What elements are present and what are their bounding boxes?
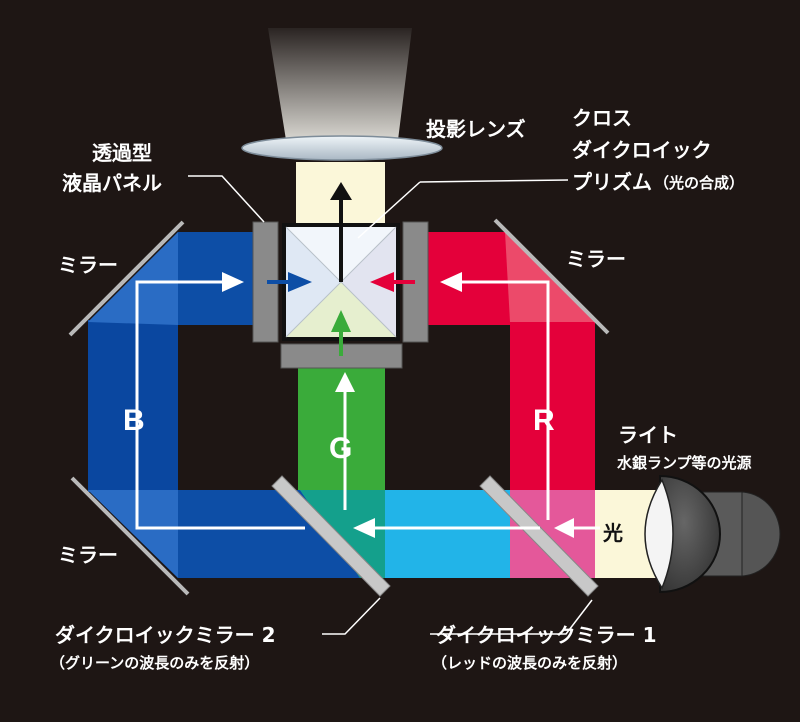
red-beam-vertical <box>510 320 595 492</box>
leader-lines <box>188 175 593 635</box>
label-dichroic1-sub: （レッドの波長のみを反射） <box>432 654 627 672</box>
label-prism-note: （光の合成） <box>654 174 744 192</box>
label-prism-line2: ダイクロイック <box>572 138 712 162</box>
label-projection-lens: 投影レンズ <box>426 117 526 141</box>
label-mirror-bottom-left: ミラー <box>58 543 118 567</box>
label-dichroic2-sub: （グリーンの波長のみを反射） <box>50 654 259 672</box>
projection-lens <box>241 135 443 161</box>
green-cyan-overlap <box>300 490 385 578</box>
label-panel-line1: 透過型 <box>92 141 152 165</box>
green-arrow-head <box>331 310 351 332</box>
projection-light-cone <box>268 28 412 140</box>
arrow-head-green-path <box>335 372 355 392</box>
mirror-top-left <box>68 220 185 337</box>
output-arrow-head <box>330 182 352 200</box>
label-dichroic2-title: ダイクロイックミラー 2 <box>55 623 275 647</box>
label-light-title: ライト <box>618 423 678 447</box>
dichroic-mirror-1 <box>479 475 599 597</box>
red-arrow-head <box>370 272 394 292</box>
blue-beam-corner-top <box>88 232 178 325</box>
pink-overlap <box>510 490 595 578</box>
label-panel-line2: 液晶パネル <box>62 171 162 195</box>
blue-beam-corner-bottom <box>88 490 178 578</box>
arrow-head-cyan-path <box>353 518 375 538</box>
mirror-top-right <box>493 218 610 335</box>
arrow-head-light-path <box>554 518 574 538</box>
label-light-sub: 水銀ランプ等の光源 <box>617 454 752 472</box>
label-mirror-top-left: ミラー <box>58 253 118 277</box>
label-dichroic1-title: ダイクロイックミラー 1 <box>436 623 656 647</box>
lamp-icon <box>644 474 781 594</box>
label-mirror-top-right: ミラー <box>566 247 626 271</box>
blue-arrow-head <box>288 272 312 292</box>
label-blue: B <box>123 404 145 437</box>
label-prism-line1: クロス <box>572 106 632 130</box>
arrow-head-blue-path <box>222 272 244 292</box>
dichroic-mirror-2 <box>271 475 391 597</box>
label-prism-line3: プリズム <box>572 170 652 194</box>
light-path-lines <box>135 280 600 530</box>
blue-beam-vertical <box>88 320 178 492</box>
label-light-beam: 光 <box>602 521 623 545</box>
arrow-head-red-path <box>440 272 462 292</box>
mirror-bottom-left <box>70 476 190 596</box>
label-red: R <box>533 404 555 437</box>
label-green: G <box>329 432 352 465</box>
